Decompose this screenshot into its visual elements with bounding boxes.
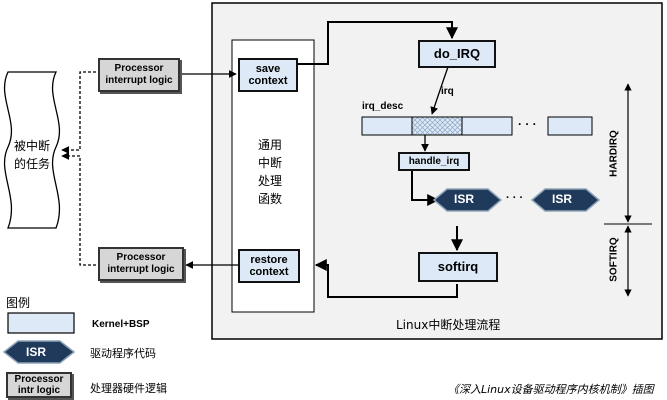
common-handler-line3: 处理 bbox=[258, 174, 283, 188]
interrupted-task-shape bbox=[3, 71, 61, 229]
arrow-to-restore-context bbox=[314, 259, 458, 298]
legend-gray-box-label: 处理器硬件逻辑 bbox=[90, 382, 167, 395]
legend-gray-box-line2: intr logic bbox=[17, 385, 61, 396]
handle-irq-label: handle_irq bbox=[408, 155, 460, 167]
save-context-box: save context bbox=[238, 58, 298, 92]
legend-isr-symbol: ISR bbox=[26, 345, 47, 359]
processor-bottom-line1: Processor bbox=[116, 252, 166, 263]
common-handler-line4: 函数 bbox=[258, 192, 283, 206]
main-caption: Linux中断处理流程 bbox=[396, 318, 501, 332]
irq-desc-label: irq_desc bbox=[362, 101, 404, 112]
source-caption: 《深入Linux设备驱动程序内核机制》插图 bbox=[448, 383, 654, 396]
legend-gray-box-line1: Processor bbox=[14, 374, 64, 385]
irq-desc-cell-4 bbox=[547, 116, 593, 136]
arrow-irq bbox=[430, 66, 449, 115]
task-label-line1: 被中断 bbox=[14, 139, 51, 153]
arrow-processor-to-task bbox=[61, 71, 96, 154]
common-handler-line2: 中断 bbox=[258, 156, 283, 170]
common-handler-label: 通用 中断 处理 函数 bbox=[258, 136, 282, 208]
do-irq-label: do_IRQ bbox=[433, 46, 481, 61]
isr-1-shape bbox=[432, 188, 503, 212]
irq-desc-ellipsis: · · · bbox=[518, 117, 537, 131]
legend-gray-box: Processor intr logic bbox=[6, 372, 72, 398]
legend-blue-box-label: Kernel+BSP bbox=[92, 319, 150, 330]
arrow-to-do-irq bbox=[298, 21, 458, 65]
interrupted-task-label: 被中断 的任务 bbox=[14, 137, 50, 173]
legend-isr-shape bbox=[2, 340, 76, 364]
processor-interrupt-logic-top: Processor interrupt logic bbox=[98, 58, 180, 92]
irq-desc-cell-2 bbox=[411, 116, 463, 136]
processor-bottom-line2: interrupt logic bbox=[107, 264, 175, 275]
arrow-back-to-task bbox=[61, 152, 96, 266]
legend-blue-box bbox=[7, 312, 75, 334]
irq-desc-cell-3 bbox=[461, 116, 513, 136]
handle-irq-box: handle_irq bbox=[398, 152, 470, 171]
save-context-line2: context bbox=[248, 75, 288, 87]
isr-1-label: ISR bbox=[454, 192, 475, 206]
legend-isr-label: 驱动程序代码 bbox=[90, 347, 156, 360]
softirq-label: softirq bbox=[437, 259, 479, 274]
arrow-to-isr bbox=[411, 171, 440, 206]
irq-desc-cell-1 bbox=[361, 116, 413, 136]
processor-top-line2: interrupt logic bbox=[105, 75, 173, 86]
isr-2-shape bbox=[530, 188, 601, 212]
softirq-side-label: SOFTIRQ bbox=[608, 237, 620, 282]
processor-top-line1: Processor bbox=[114, 63, 164, 74]
restore-context-line2: context bbox=[249, 266, 289, 278]
processor-interrupt-logic-bottom: Processor interrupt logic bbox=[98, 247, 184, 281]
softirq-box: softirq bbox=[418, 252, 498, 282]
isr-dots: · · · bbox=[506, 192, 524, 204]
restore-context-box: restore context bbox=[238, 249, 300, 283]
isr-2-label: ISR bbox=[552, 192, 573, 206]
task-label-line2: 的任务 bbox=[14, 157, 51, 171]
save-context-line1: save bbox=[255, 63, 281, 75]
hardirq-label: HARDIRQ bbox=[608, 130, 620, 177]
irq-arrow-label: irq bbox=[441, 86, 454, 97]
do-irq-box: do_IRQ bbox=[418, 40, 496, 68]
restore-context-line1: restore bbox=[250, 254, 288, 266]
common-handler-line1: 通用 bbox=[258, 138, 283, 152]
legend-title: 图例 bbox=[6, 296, 31, 310]
